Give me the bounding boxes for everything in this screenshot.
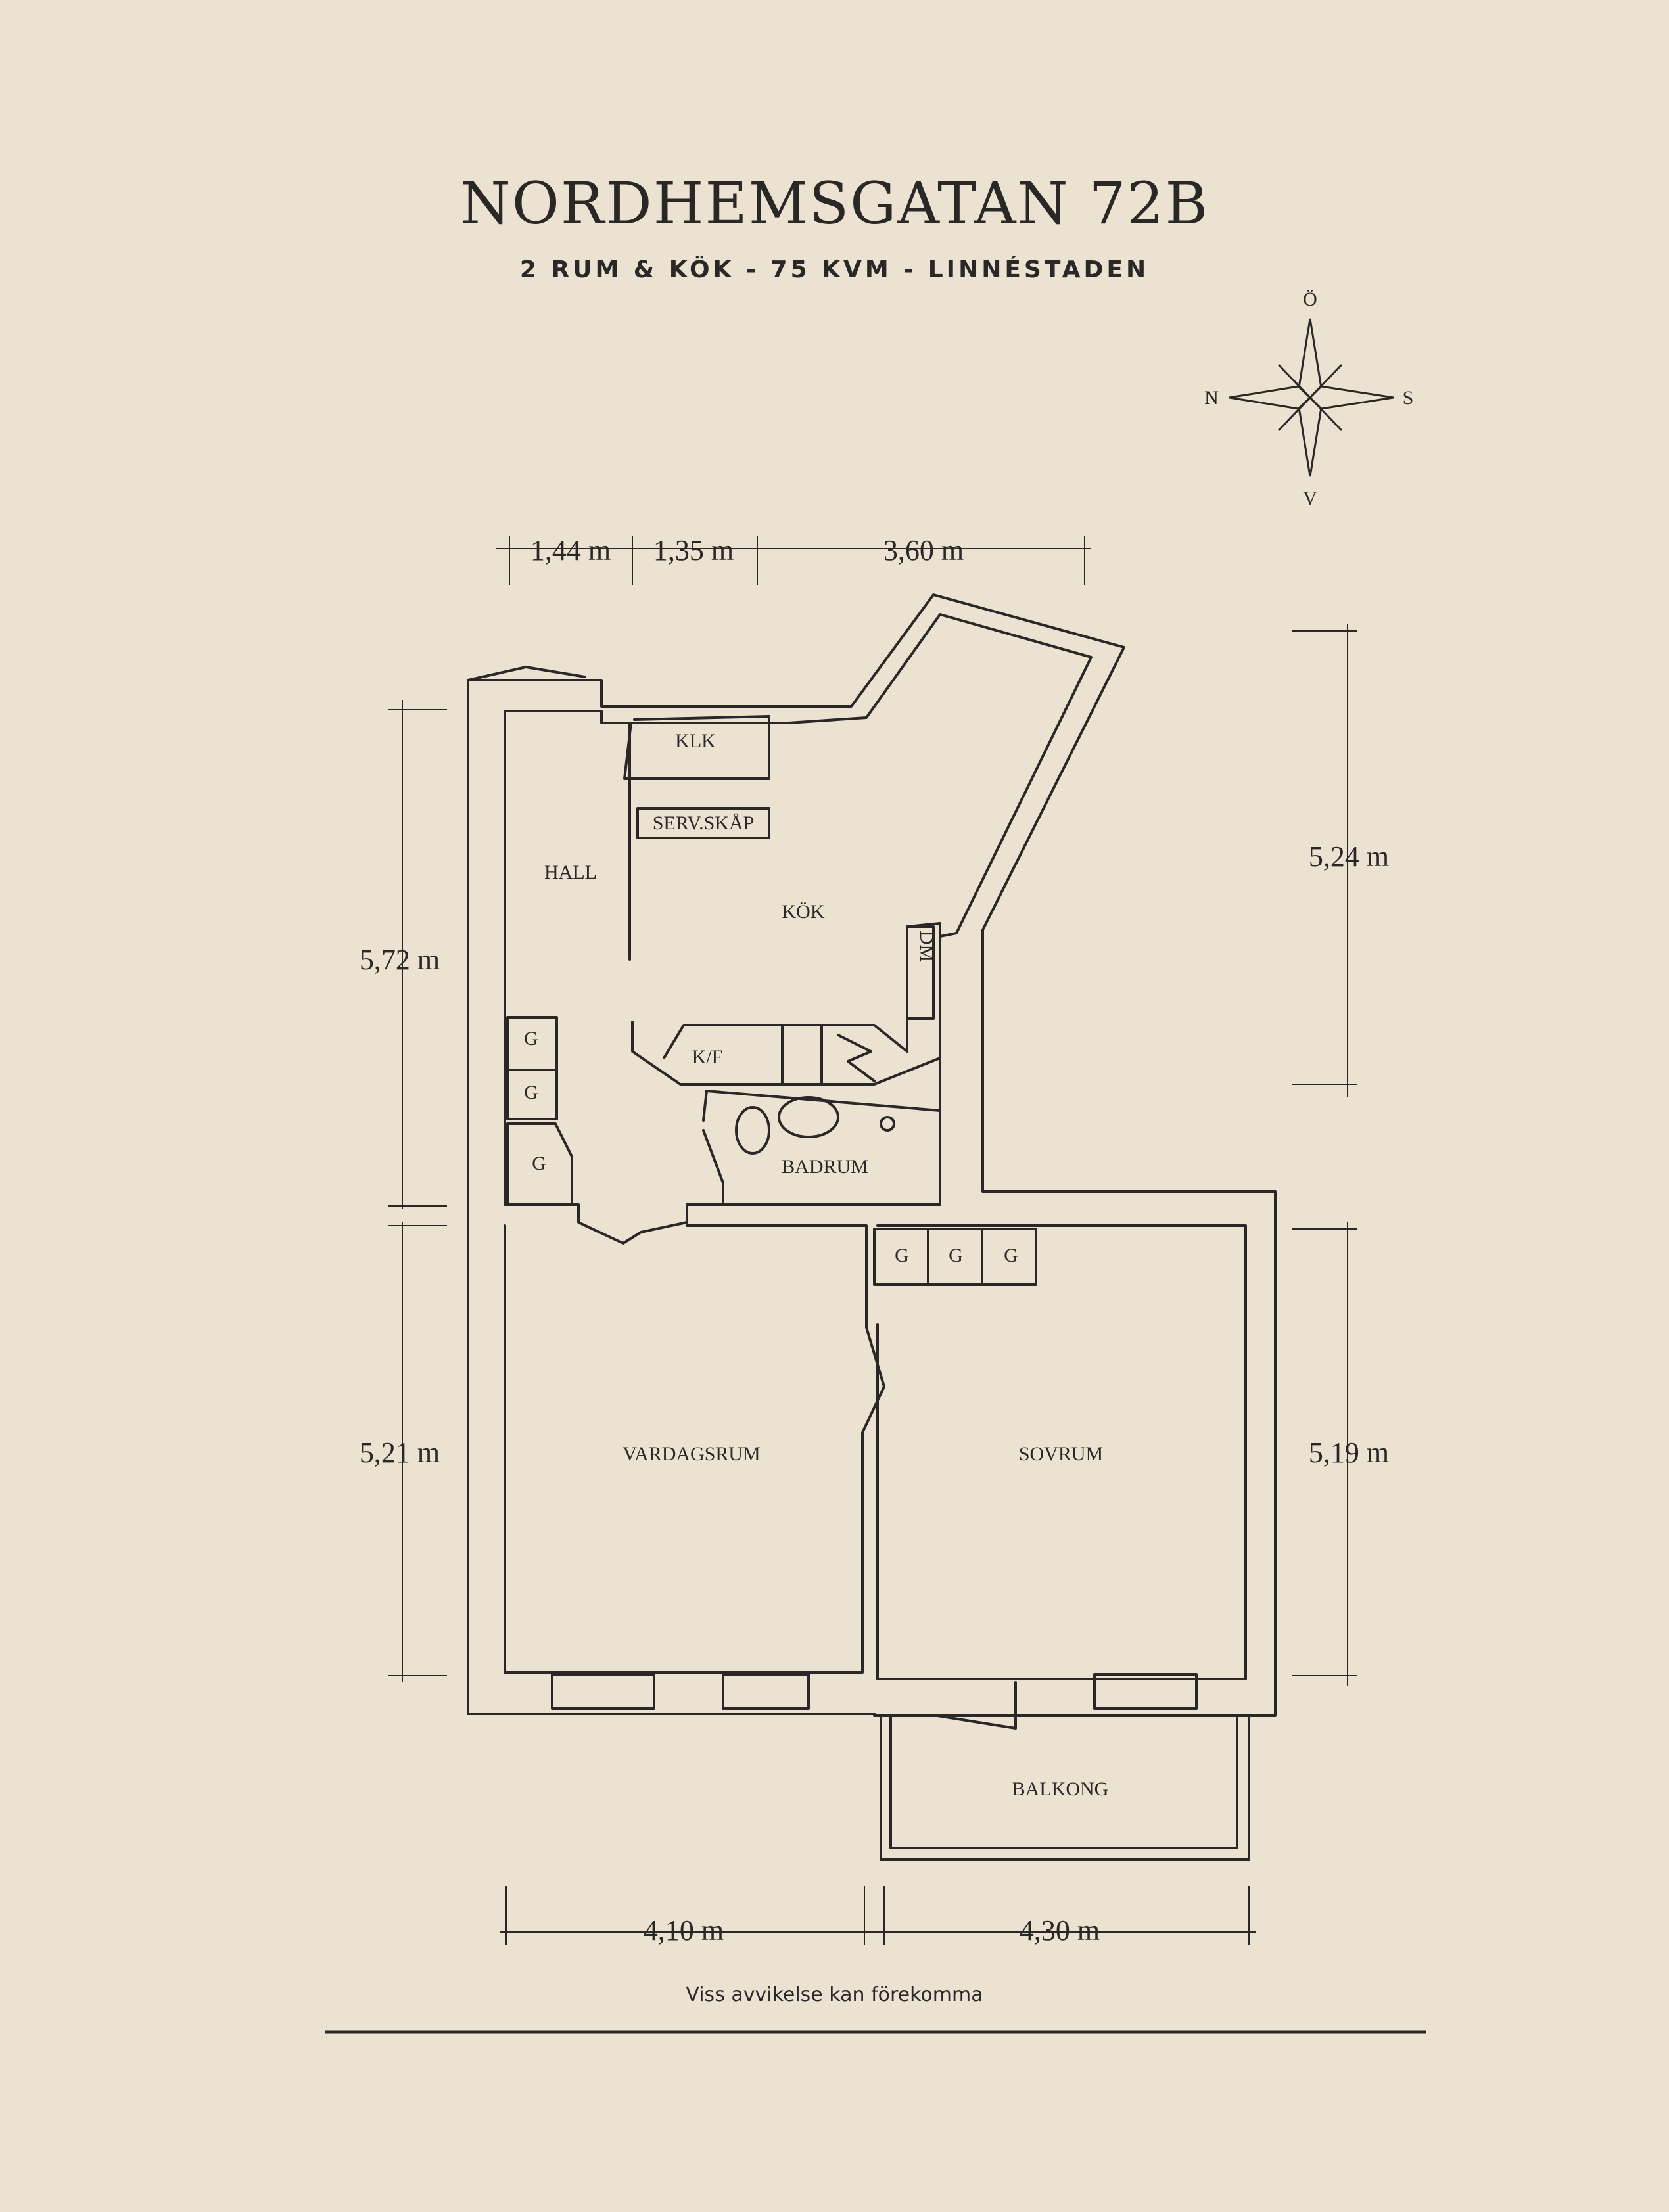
compass-label-south: S (1403, 387, 1414, 409)
dishwasher (906, 925, 935, 1020)
sink (778, 1096, 839, 1138)
compass-point-south (1298, 396, 1323, 477)
dm-label: DM (916, 931, 937, 962)
serv-label: SERV.SKÅP (653, 812, 755, 834)
kitchen-counter (631, 922, 941, 1086)
klk-closet (623, 715, 770, 780)
dim-right-lower: 5,19 m (1309, 1437, 1389, 1469)
compass-label-west: V (1303, 488, 1317, 509)
dim-left-upper: 5,72 m (360, 944, 440, 976)
room-label-living: VARDAGSRUM (623, 1443, 761, 1465)
room-label-hall: HALL (544, 862, 597, 883)
compass-diagonal (1277, 363, 1343, 432)
closet (981, 1228, 1037, 1286)
dim-bottom-2: 4,30 m (1020, 1914, 1100, 1947)
bathroom-wall (702, 1090, 941, 1206)
dim-right-upper: 5,24 m (1309, 841, 1389, 873)
living-wall (504, 1224, 885, 1674)
compass-point-east (1308, 385, 1394, 410)
closet-label: G (895, 1245, 909, 1266)
window (1093, 1673, 1198, 1710)
dim-left-lower: 5,21 m (360, 1437, 440, 1469)
balcony-wall (880, 1714, 1250, 1861)
stove-symbol (837, 1034, 876, 1082)
page-title: NORDHEMSGATAN 72B (459, 170, 1210, 237)
dim-top-3: 3,60 m (883, 534, 964, 566)
balcony-inner (889, 1714, 1238, 1849)
compass-rose (1229, 318, 1394, 477)
disclaimer-note: Viss avvikelse kan förekomma (686, 1983, 983, 2006)
kf-label: K/F (692, 1046, 723, 1068)
bedroom-wall (876, 1224, 1247, 1680)
page-subtitle: 2 RUM & KÖK - 75 KVM - LINNÉSTADEN (519, 256, 1150, 283)
window (551, 1673, 655, 1710)
closet-label: G (949, 1245, 963, 1266)
inner-wall (504, 613, 1093, 1245)
closet-label: G (532, 1153, 546, 1174)
closet-label: G (524, 1028, 538, 1049)
window (722, 1673, 810, 1710)
closet (506, 1122, 573, 1206)
compass-point-north (1298, 318, 1323, 400)
compass-point-west (1229, 385, 1312, 410)
closet-label: G (524, 1082, 538, 1103)
toilet (735, 1106, 770, 1155)
entry-door (467, 666, 586, 681)
closet-label: G (1004, 1245, 1018, 1266)
room-label-bedroom: SOVRUM (1019, 1443, 1103, 1465)
klk-label: KLK (675, 730, 716, 752)
dim-bottom-1: 4,10 m (644, 1914, 724, 1947)
compass-label-north: N (1204, 387, 1219, 409)
outer-wall (467, 593, 1277, 1717)
balcony-door (932, 1681, 1017, 1730)
dim-top-1: 1,44 m (530, 534, 611, 566)
compass-label-east: Ö (1303, 288, 1317, 310)
room-label-bathroom: BADRUM (782, 1156, 868, 1178)
dim-top-2: 1,35 m (653, 534, 734, 566)
floor-drain (880, 1116, 895, 1132)
closet (506, 1069, 558, 1120)
serv-cabinet (636, 807, 770, 839)
room-label-kitchen: KÖK (782, 901, 825, 923)
room-label-balcony: BALKONG (1012, 1778, 1109, 1800)
